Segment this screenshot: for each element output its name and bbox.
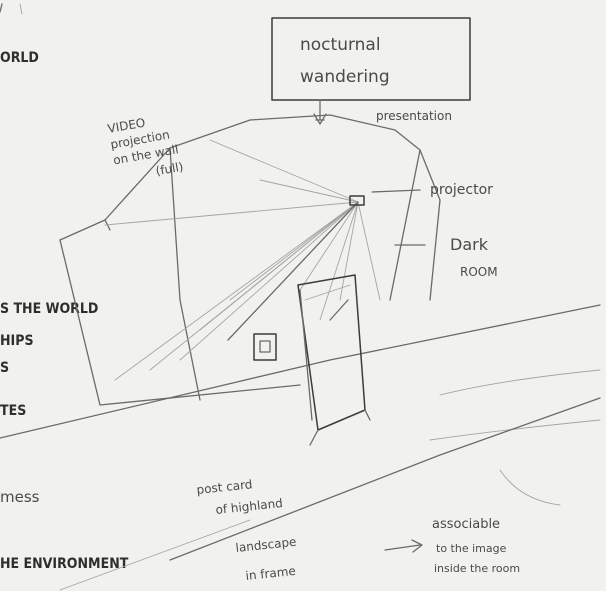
title-box: nocturnal wandering	[272, 18, 470, 100]
margin-notes: ORLD S THE WORLD HIPS S TES mess HE ENVI…	[0, 4, 129, 572]
right-arrow-icon	[385, 540, 422, 552]
dark-room-label-2: ROOM	[460, 265, 498, 279]
dark-room-label-1: Dark	[450, 235, 489, 254]
projection-rays	[105, 140, 380, 380]
margin-note-environment: HE ENVIRONMENT	[0, 556, 129, 572]
presentation-label: presentation	[376, 109, 452, 123]
margin-note-tes: TES	[0, 403, 26, 419]
projector-label: projector	[430, 182, 493, 198]
margin-note-world: ORLD	[0, 50, 39, 66]
postcard-label-3: landscape	[235, 535, 297, 555]
margin-note-s: S	[0, 360, 9, 376]
margin-note-ships: HIPS	[0, 333, 34, 349]
video-label-4: (full)	[155, 160, 185, 179]
title-line-2: wandering	[300, 67, 390, 87]
associable-label-1: associable	[432, 517, 500, 532]
associable-label-3: inside the room	[434, 562, 520, 575]
title-line-1: nocturnal	[300, 35, 381, 55]
postcard-icon	[254, 334, 276, 360]
margin-note-mess: mess	[0, 488, 40, 506]
margin-note-the-world: S THE WORLD	[0, 301, 98, 317]
postcard-label-4: in frame	[245, 564, 297, 583]
video-projection-label: VIDEO projection on the wall (full)	[106, 110, 184, 185]
postcard-label-2: of highland	[215, 496, 284, 517]
associable-label-2: to the image	[436, 542, 507, 555]
frame-panel	[298, 275, 370, 445]
down-arrow-icon	[314, 100, 326, 124]
floor-lines	[0, 305, 600, 590]
postcard-label-1: post card	[196, 477, 253, 497]
